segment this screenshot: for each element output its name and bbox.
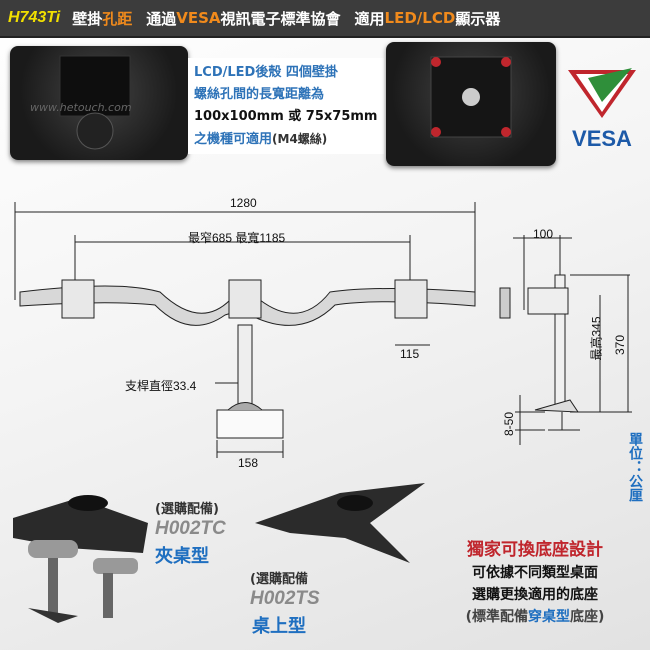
dim-pole-diameter: 支桿直徑33.4	[125, 379, 197, 393]
header-text: 孔距	[102, 9, 133, 28]
stand-type: 桌上型	[252, 616, 306, 637]
desk-stand-base-image	[255, 483, 425, 563]
promo-line: 選購更換適用的底座	[472, 587, 598, 603]
rear-mount-photo-left: www.hetouch.com	[10, 46, 188, 160]
info-line: 100x100mm 或 75x75mm	[194, 109, 378, 124]
info-line: 之機種可適用	[194, 132, 273, 147]
header-text: 通過	[146, 9, 177, 28]
dim-max-height: 最高345	[589, 316, 604, 361]
promo-line: 底座)	[570, 609, 605, 625]
info-line: LCD/LED後殼 四個壁掛	[194, 65, 338, 80]
vesa-logo-text: VESA	[572, 126, 632, 151]
dim-total-width: 1280	[230, 196, 257, 210]
rear-mount-photo-right	[386, 42, 556, 166]
dim-arm-end: 115	[400, 347, 420, 361]
header-text: 適用	[354, 9, 385, 28]
info-line: 螺絲孔間的長寬距離為	[194, 87, 325, 102]
header-text: VESA	[176, 9, 221, 27]
stand-model: H002TS	[250, 588, 320, 609]
dim-base-width: 158	[238, 456, 259, 470]
info-line: (M4螺絲)	[272, 132, 328, 146]
vesa-info-box: LCD/LED後殼 四個壁掛 螺絲孔間的長寬距離為 100x100mm 或 75…	[188, 58, 384, 154]
promo-line: (標準配備	[465, 609, 528, 625]
vesa-logo: VESA	[566, 62, 638, 152]
clamp-type: 夾桌型	[155, 546, 209, 567]
model-name: H743Ti	[8, 9, 61, 26]
clamp-model: H002TC	[155, 518, 226, 539]
promo-title: 獨家可換底座設計	[467, 540, 603, 560]
stand-option-label: (選購配備	[250, 572, 308, 587]
promo-line: 可依據不同類型桌面	[472, 565, 598, 581]
header-text: 顯示器	[455, 9, 501, 28]
dim-depth: 100	[533, 227, 554, 241]
dimension-drawing	[14, 202, 632, 458]
dim-clamp-range: 8-50	[502, 411, 517, 437]
clamp-option-label: (選購配備)	[155, 502, 219, 517]
dim-height: 370	[613, 334, 628, 356]
header-bar: H743Ti 壁掛 孔距 通過 VESA 視訊電子標準協會 適用 LED/LCD…	[0, 0, 650, 38]
unit-label: 單位：公厘	[627, 432, 643, 502]
header-text: LED/LCD	[384, 9, 456, 27]
header-text: 壁掛	[72, 9, 103, 28]
dim-range: 最窄685 最寬1185	[188, 231, 286, 245]
watermark: www.hetouch.com	[30, 101, 132, 114]
clamp-base-image	[13, 495, 148, 623]
promo-highlight: 穿桌型	[528, 609, 570, 625]
header-text: 視訊電子標準協會	[220, 9, 341, 28]
promo-block: 獨家可換底座設計 可依據不同類型桌面 選購更換適用的底座 (標準配備穿桌型底座)	[430, 538, 640, 628]
